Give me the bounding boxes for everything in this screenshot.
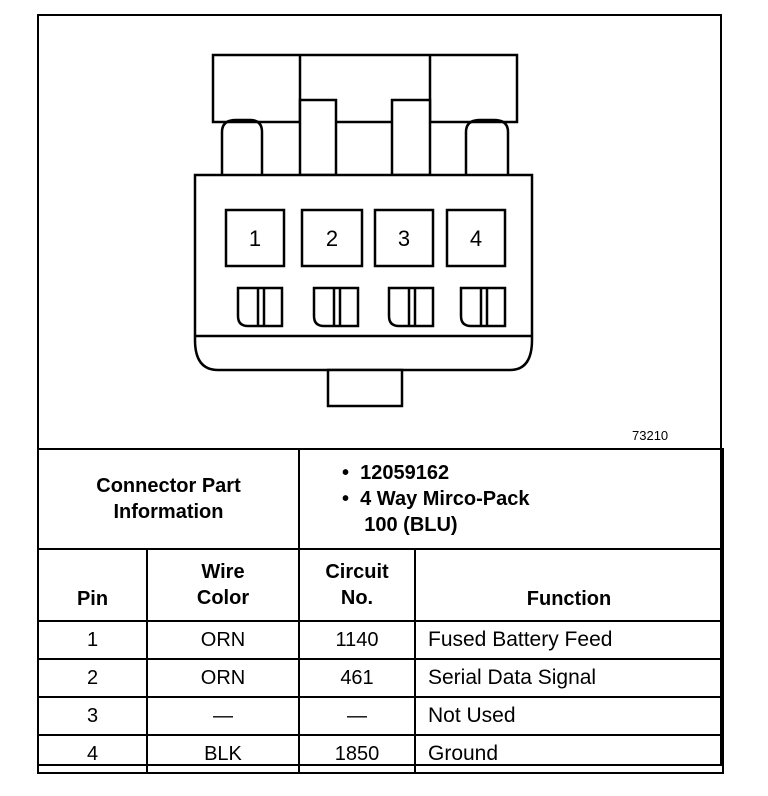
connector-table: Connector Part Information • 12059162 • … [37, 448, 725, 774]
cell-wire-color: ORN [146, 620, 300, 660]
pin-label-1: 1 [249, 226, 261, 251]
cell-circuit: 1850 [298, 734, 416, 774]
part-info-values: • 12059162 • 4 Way Mirco-Pack 100 (BLU) [297, 448, 725, 550]
pin-label-4: 4 [470, 226, 482, 251]
part-info-label-line1: Connector Part [96, 475, 241, 497]
header-pin: Pin [37, 548, 148, 622]
latch-post-right [390, 98, 432, 177]
header-wire-color: Wire Color [146, 548, 300, 622]
table-row: 1 ORN 1140 Fused Battery Feed [37, 620, 725, 660]
header-circuit: Circuit No. [298, 548, 416, 622]
latch-arm-left [220, 118, 264, 175]
header-row: Pin Wire Color Circuit No. Function [37, 548, 725, 622]
cell-wire-color: ORN [146, 658, 300, 698]
part-info-label: Connector Part Information [37, 448, 300, 550]
cell-function: Not Used [413, 696, 725, 736]
connector-diagram: 1 2 3 4 [193, 53, 534, 408]
cell-pin: 3 [37, 696, 148, 736]
part-description-line2: 100 (BLU) [364, 514, 458, 536]
table-row: 2 ORN 461 Serial Data Signal [37, 658, 725, 698]
cell-circuit: 461 [298, 658, 416, 698]
latch-arm-right [464, 118, 510, 175]
cell-function: Ground [413, 734, 725, 774]
pin-cavity-2 [300, 208, 364, 268]
connector-bottom-tab [326, 368, 404, 408]
cell-pin: 4 [37, 734, 148, 774]
cell-circuit: — [298, 696, 416, 736]
pin-label-2: 2 [326, 226, 338, 251]
cell-wire-color: — [146, 696, 300, 736]
connector-latch [211, 53, 519, 124]
part-info-row: Connector Part Information • 12059162 • … [37, 448, 725, 550]
cell-function: Fused Battery Feed [413, 620, 725, 660]
cell-wire-color: BLK [146, 734, 300, 774]
cell-circuit: 1140 [298, 620, 416, 660]
pin-cavity-1 [224, 208, 286, 268]
connector-body [193, 173, 534, 372]
pin-cavity-3 [373, 208, 435, 268]
cell-pin: 2 [37, 658, 148, 698]
figure-id: 73210 [632, 428, 669, 443]
latch-post-left [298, 98, 338, 177]
pin-cavity-4 [445, 208, 507, 268]
pin-label-3: 3 [398, 226, 410, 251]
cell-pin: 1 [37, 620, 148, 660]
part-description: • 4 Way Mirco-Pack [342, 488, 530, 510]
table-row: 3 — — Not Used [37, 696, 725, 736]
part-number: • 12059162 [342, 462, 450, 484]
part-info-label-line2: Information [113, 501, 224, 523]
terminal-slot-3 [387, 286, 435, 328]
terminal-slot-2 [312, 286, 360, 328]
table-row: 4 BLK 1850 Ground [37, 734, 725, 774]
terminal-slot-1 [236, 286, 284, 328]
header-function: Function [413, 548, 725, 622]
cell-function: Serial Data Signal [413, 658, 725, 698]
terminal-slot-4 [459, 286, 507, 328]
